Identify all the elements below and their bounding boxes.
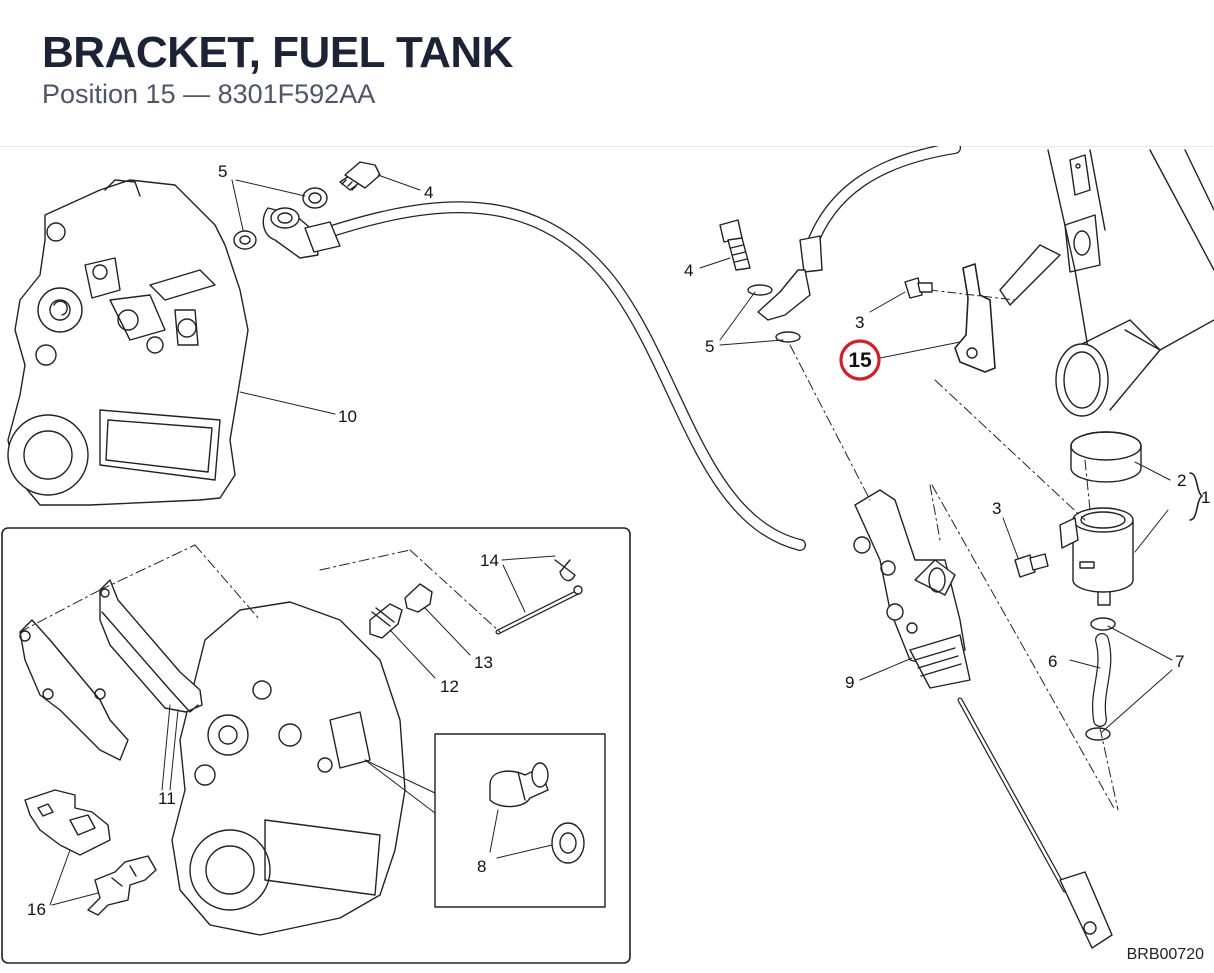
bolt-upper-right [904,277,933,299]
callout-13: 13 [474,653,493,672]
callout-5-right: 5 [705,337,714,356]
callout-10: 10 [338,407,357,426]
highlight-callout-15[interactable]: 15 [839,339,881,381]
callout-2: 2 [1177,471,1186,490]
frame-tubes [999,149,1214,417]
callout-15-label: 15 [848,349,872,372]
master-cylinder [853,489,971,689]
brake-fluid-reservoir [1059,431,1142,606]
washer-upper-a [233,230,257,250]
bolt-reservoir [1014,553,1049,578]
page-subtitle: Position 15 — 8301F592AA [42,79,376,109]
exploded-parts-diagram: 4 5 10 4 5 3 2 1 3 9 6 7 14 13 12 11 8 1… [0,142,1214,968]
callout-4-upper: 4 [424,183,433,202]
fuel-tank-bracket-part [929,263,1016,373]
callout-14: 14 [480,551,499,570]
callout-5-upper: 5 [218,162,227,181]
callout-6: 6 [1048,652,1057,671]
banjo-bolt-right [719,219,751,271]
reservoir-hose [1092,633,1112,727]
banjo-bolt-upper [339,161,381,191]
drawing-code: BRB00720 [1126,946,1204,963]
inset-caliper-detail [1,527,631,964]
callout-12: 12 [440,677,459,696]
washer-right-a [747,284,773,296]
brake-caliper-upper [7,179,249,506]
callout-4-right: 4 [684,261,693,280]
callout-7: 7 [1175,652,1184,671]
callout-9: 9 [845,673,854,692]
page-header: BRACKET, FUEL TANK Position 15 — 8301F59… [0,0,1214,147]
hose-clamp-lower [1085,727,1111,741]
callout-1: 1 [1201,488,1210,507]
push-rod [957,697,1113,949]
callout-3-upper-right: 3 [855,313,864,332]
brake-hose-upper-right [757,142,961,321]
page-title: BRACKET, FUEL TANK [42,28,513,77]
brake-hose-long [299,201,806,551]
callout-11: 11 [158,789,176,808]
banjo-fitting-upper [262,207,341,259]
callout-8: 8 [477,857,486,876]
callout-3-reservoir: 3 [992,499,1001,518]
washer-right-b [775,331,801,343]
washer-upper-b [302,187,328,209]
callout-16: 16 [27,900,46,919]
